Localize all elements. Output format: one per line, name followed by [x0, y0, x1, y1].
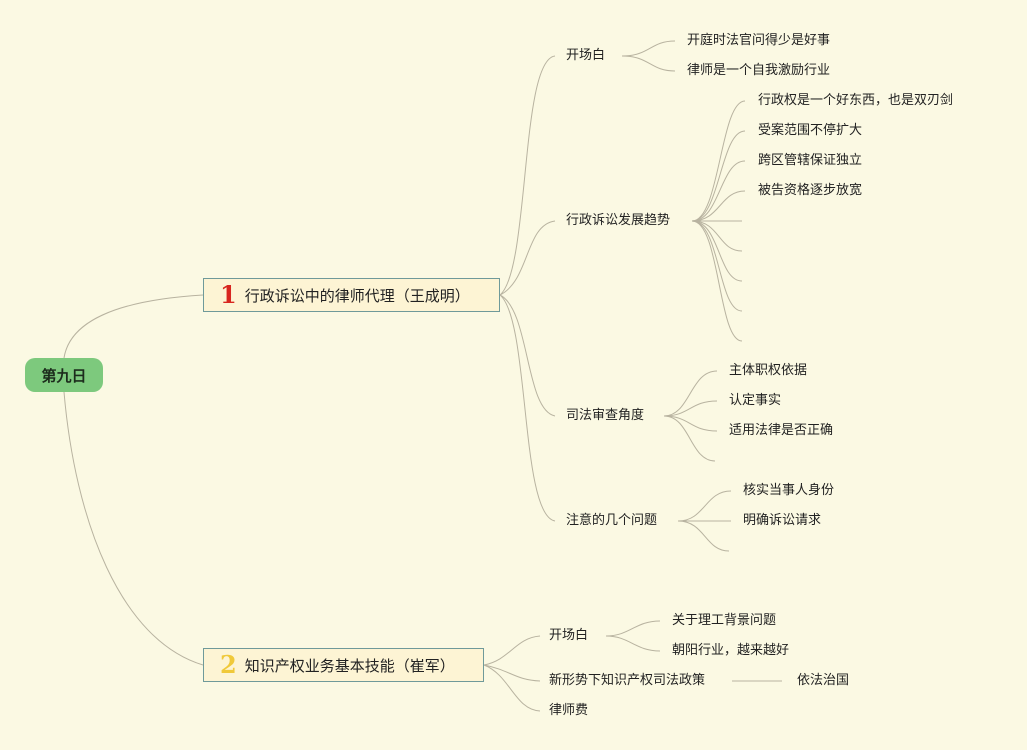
t2-sub-opening[interactable]: 开场白	[549, 628, 589, 643]
t1-s3-leaf-2[interactable]: 认定事实	[729, 393, 782, 408]
link-t2-sub2	[483, 664, 541, 682]
root-label: 第九日	[41, 366, 87, 385]
link-s2-l3	[691, 160, 746, 222]
topic-1-label: 行政诉讼中的律师代理（王成明）	[244, 286, 470, 305]
link-t2s1-l2	[605, 635, 661, 652]
link-s3-e1	[663, 415, 716, 462]
link-s4-l1	[677, 490, 732, 522]
link-s3-l1	[663, 370, 718, 417]
t1-s2-leaf-2[interactable]: 受案范围不停扩大	[758, 123, 863, 138]
priority-2-icon: 2	[220, 650, 237, 679]
t2-s1-leaf-2[interactable]: 朝阳行业，越来越好	[672, 643, 790, 658]
link-t2s1-l1	[605, 620, 661, 637]
link-s1-l2	[621, 55, 676, 72]
link-s4-e1	[677, 520, 730, 552]
link-s2-l4	[691, 190, 746, 222]
t2-s2-leaf-1[interactable]: 依法治国	[797, 673, 850, 688]
t1-s4-leaf-2[interactable]: 明确诉讼请求	[743, 513, 822, 528]
t2-sub-policy[interactable]: 新形势下知识产权司法政策	[549, 673, 706, 688]
t1-s3-leaf-3[interactable]: 适用法律是否正确	[729, 423, 834, 438]
t1-s1-leaf-1[interactable]: 开庭时法官问得少是好事	[687, 33, 831, 48]
link-s3-l2	[663, 400, 718, 417]
t1-sub-trends[interactable]: 行政诉讼发展趋势	[566, 213, 671, 228]
link-s1-l1	[621, 40, 676, 57]
t1-s3-leaf-1[interactable]: 主体职权依据	[729, 363, 808, 378]
link-s2-e3	[691, 220, 743, 282]
link-s2-l1	[691, 100, 746, 222]
t1-s1-leaf-2[interactable]: 律师是一个自我激励行业	[687, 63, 831, 78]
t1-s4-leaf-1[interactable]: 核实当事人身份	[743, 483, 835, 498]
t1-s2-leaf-4[interactable]: 被告资格逐步放宽	[758, 183, 863, 198]
link-s2-e2	[691, 220, 743, 252]
topic-1[interactable]: 1 行政诉讼中的律师代理（王成明）	[203, 278, 500, 312]
link-t2-sub3	[483, 664, 541, 712]
topic-2[interactable]: 2 知识产权业务基本技能（崔军）	[203, 648, 484, 682]
t1-s2-leaf-1[interactable]: 行政权是一个好东西，也是双刃剑	[758, 93, 954, 108]
root-node[interactable]: 第九日	[25, 358, 103, 392]
link-t1-sub3	[499, 294, 556, 417]
link-t2-sub1	[483, 635, 541, 666]
link-t1-sub1	[499, 55, 556, 296]
t1-sub-issues[interactable]: 注意的几个问题	[566, 513, 658, 528]
link-t1-sub4	[499, 294, 556, 522]
topic-2-label: 知识产权业务基本技能（崔军）	[244, 656, 455, 675]
t1-sub-opening[interactable]: 开场白	[566, 48, 606, 63]
t2-s1-leaf-1[interactable]: 关于理工背景问题	[672, 613, 777, 628]
t1-s2-leaf-3[interactable]: 跨区管辖保证独立	[758, 153, 863, 168]
t2-sub-fees[interactable]: 律师费	[549, 703, 589, 718]
link-s3-l3	[663, 415, 718, 432]
t1-sub-review[interactable]: 司法审查角度	[566, 408, 645, 423]
link-s2-e5	[691, 220, 743, 342]
link-root-topic2	[63, 391, 204, 666]
link-s2-l2	[691, 130, 746, 222]
link-t1-sub2	[499, 220, 556, 296]
priority-1-icon: 1	[220, 280, 237, 309]
link-root-topic1	[63, 294, 204, 359]
